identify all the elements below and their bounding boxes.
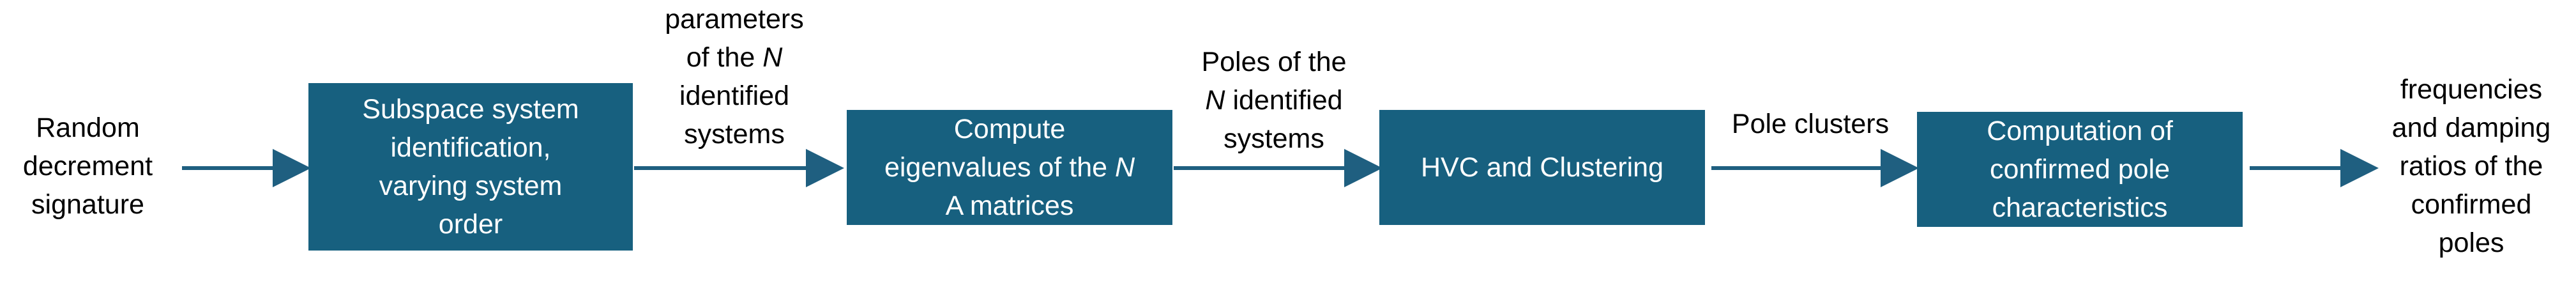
- box-line: confirmed pole: [1989, 154, 2171, 185]
- box-line: HVC and Clustering: [1420, 152, 1663, 183]
- edge-label-line: identified: [679, 81, 790, 111]
- input-line: decrement: [22, 151, 153, 182]
- box-line: A matrices: [945, 190, 1074, 221]
- edge-label-line: parameters: [665, 4, 804, 35]
- italic-variable: N: [1114, 152, 1135, 183]
- hvc-clustering-box: HVC and Clustering: [1379, 110, 1705, 225]
- compute-eigenvalues-box: Compute eigenvalues of the N A matrices: [847, 110, 1172, 225]
- box-text: Subspace system identification, varying …: [362, 90, 579, 244]
- edge-label-line: N identified: [1205, 85, 1343, 116]
- output-line: frequencies: [2400, 74, 2543, 105]
- input-label: Random decrement signature: [13, 109, 163, 224]
- box-line: Compute: [953, 114, 1066, 144]
- box-line: Subspace system: [362, 94, 579, 125]
- edge-label-poles: Poles of the N identified systems: [1175, 43, 1373, 158]
- input-line: Random: [36, 112, 140, 143]
- output-line: and damping: [2391, 112, 2551, 143]
- box-line: eigenvalues of the N: [884, 152, 1135, 183]
- box-line: order: [438, 209, 503, 240]
- subspace-identification-box: Subspace system identification, varying …: [308, 83, 633, 251]
- edge-label-parameters: parameters of the N identified systems: [639, 0, 830, 153]
- edge-label-line: systems: [1224, 123, 1324, 154]
- output-line: confirmed: [2411, 189, 2532, 220]
- input-line: signature: [31, 189, 144, 220]
- italic-variable: N: [1205, 85, 1225, 116]
- box-text: Compute eigenvalues of the N A matrices: [884, 110, 1135, 225]
- output-label: frequencies and damping ratios of the co…: [2375, 70, 2567, 262]
- output-line: poles: [2438, 228, 2504, 258]
- box-line: characteristics: [1992, 192, 2168, 223]
- box-text: Computation of confirmed pole characteri…: [1987, 112, 2173, 227]
- box-line: identification,: [390, 132, 551, 163]
- edge-label-line: of the N: [686, 42, 783, 73]
- italic-variable: N: [762, 42, 783, 73]
- box-text: HVC and Clustering: [1421, 148, 1663, 187]
- box-line: Computation of: [1987, 116, 2173, 146]
- edge-label-line: systems: [684, 119, 785, 150]
- output-line: ratios of the: [2399, 151, 2543, 182]
- confirmed-pole-computation-box: Computation of confirmed pole characteri…: [1917, 112, 2243, 227]
- box-line: varying system: [379, 171, 563, 201]
- edge-label-line: Poles of the: [1201, 47, 1347, 77]
- edge-label-line: Pole clusters: [1731, 109, 1890, 139]
- edge-label-pole-clusters: Pole clusters: [1711, 105, 1909, 143]
